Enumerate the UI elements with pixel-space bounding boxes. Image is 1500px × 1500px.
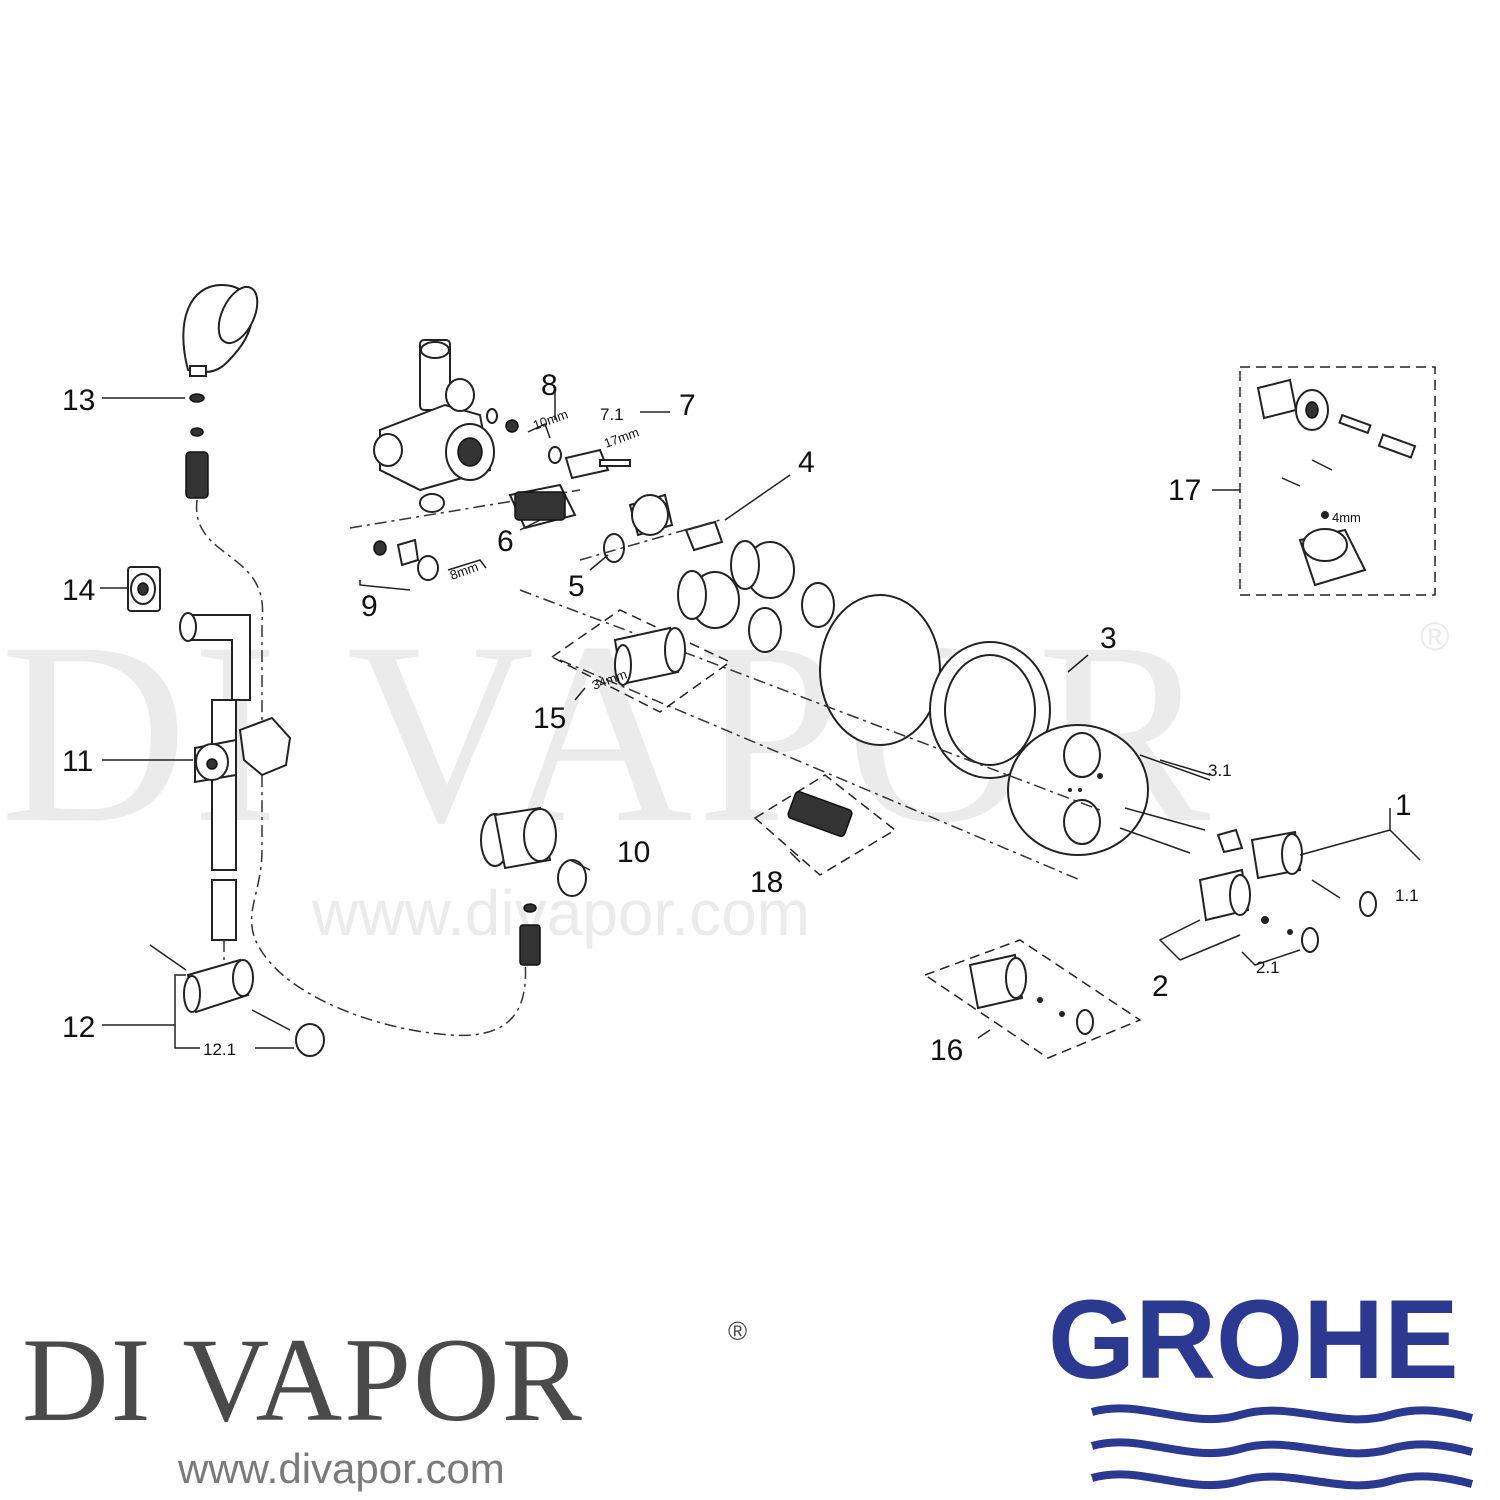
grohe-wave-1: [1090, 1404, 1474, 1424]
valve-body: [349, 339, 724, 581]
kit-17: [1239, 366, 1436, 596]
callout-15: 15: [533, 702, 566, 735]
dimension-17mm: 17mm: [602, 424, 641, 450]
hand-shower: [182, 283, 527, 1037]
callout-4: 4: [798, 446, 815, 479]
brand-registered: ®: [728, 1316, 747, 1346]
dimension-4mm: 4mm: [1332, 510, 1361, 525]
grohe-wave-2: [1090, 1438, 1474, 1458]
dimension-10mm: 10mm: [531, 406, 570, 432]
grohe-wordmark: GROHE: [1048, 1277, 1459, 1402]
callout-7: 7: [679, 389, 696, 422]
callout-1: 1: [1395, 789, 1412, 822]
leader-lines: [100, 392, 1421, 1049]
callout-11: 11: [62, 745, 93, 778]
callout-14: 14: [62, 574, 95, 607]
wall-outlet: [480, 806, 587, 966]
callout-16: 16: [930, 1034, 963, 1067]
callout-6: 6: [497, 525, 514, 558]
kit-16: [923, 939, 1142, 1059]
callout-2: 2: [1152, 970, 1169, 1003]
callout-9: 9: [361, 590, 378, 623]
callout-labels: 1 1.1 2 2.1 3 3.1 4 5 6 7 7.1 8 9 10 11 …: [62, 369, 1419, 1067]
callout-18: 18: [750, 866, 783, 899]
grohe-logo: GROHE: [1048, 1277, 1474, 1490]
brand-name: DI VAPOR: [22, 1313, 584, 1446]
kit-15: [550, 609, 732, 713]
callout-8: 8: [541, 369, 558, 402]
trim-parts: [519, 540, 1377, 953]
callout-1-1: 1.1: [1395, 886, 1419, 905]
callout-17: 17: [1168, 474, 1201, 507]
callout-12-1: 12.1: [203, 1040, 236, 1059]
callout-3: 3: [1100, 622, 1117, 655]
grohe-wave-3: [1090, 1470, 1474, 1490]
callout-2-1: 2.1: [1256, 958, 1280, 977]
brand-url: www.divapor.com: [177, 1445, 505, 1492]
dimension-8mm: 8mm: [448, 559, 480, 583]
slide-rail: [127, 566, 325, 1057]
callout-13: 13: [62, 384, 95, 417]
callout-5: 5: [568, 570, 585, 603]
callout-12: 12: [62, 1011, 95, 1044]
watermark-registered: ®: [1420, 615, 1449, 659]
callout-10: 10: [617, 836, 650, 869]
callout-3-1: 3.1: [1208, 761, 1232, 780]
kit-18: [753, 774, 897, 876]
callout-7-1: 7.1: [600, 405, 624, 424]
divapor-logo: DI VAPOR ® www.divapor.com: [22, 1313, 747, 1492]
